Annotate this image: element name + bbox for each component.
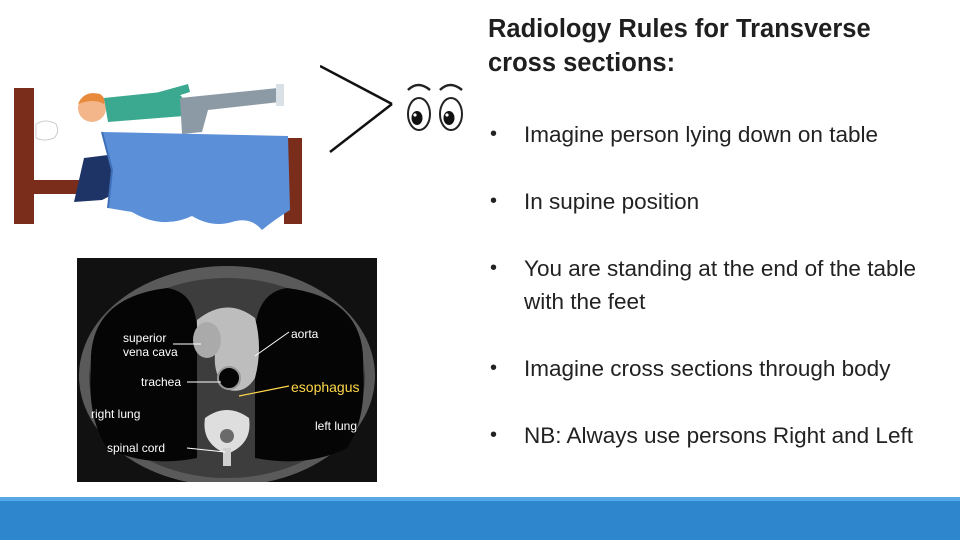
label-superior-line1: superior	[123, 331, 166, 345]
bullet-dot: •	[490, 123, 498, 145]
viewing-lines-icon	[320, 64, 393, 153]
bullet-dot: •	[490, 257, 498, 279]
label-superior-line2: vena cava	[123, 345, 178, 359]
bullet-dot: •	[490, 424, 498, 446]
label-right-lung: right lung	[91, 407, 140, 421]
bullet-dot: •	[490, 190, 498, 212]
bullet-text: Imagine person lying down on table	[524, 122, 878, 147]
label-spinal-cord: spinal cord	[107, 441, 165, 455]
bullet-item: • Imagine cross sections through body	[488, 352, 948, 385]
bullet-list: • Imagine person lying down on table • I…	[488, 118, 948, 452]
label-trachea: trachea	[141, 375, 181, 389]
bullet-item: • NB: Always use persons Right and Left	[488, 419, 948, 452]
bullet-item: • You are standing at the end of the tab…	[488, 252, 948, 318]
bullet-text: In supine position	[524, 189, 700, 214]
label-left-lung: left lung	[315, 419, 357, 433]
slide-title: Radiology Rules for Transverse cross sec…	[488, 15, 871, 77]
bullet-item: • Imagine person lying down on table	[488, 118, 948, 151]
label-aorta: aorta	[291, 327, 319, 341]
bullet-text: NB: Always use persons Right and Left	[524, 423, 913, 448]
ct-scan-image: superior vena cava aorta trachea esophag…	[77, 258, 377, 482]
eyes-icon	[407, 83, 463, 131]
bullet-text: You are standing at the end of the table…	[524, 256, 916, 314]
bullet-item: • In supine position	[488, 185, 948, 218]
footer-bar	[0, 497, 960, 540]
footer-highlight	[0, 497, 960, 501]
label-esophagus: esophagus	[291, 379, 360, 395]
bullet-text: Imagine cross sections through body	[524, 356, 891, 381]
bullet-dot: •	[490, 357, 498, 379]
patient-on-bed-illustration	[14, 84, 302, 230]
